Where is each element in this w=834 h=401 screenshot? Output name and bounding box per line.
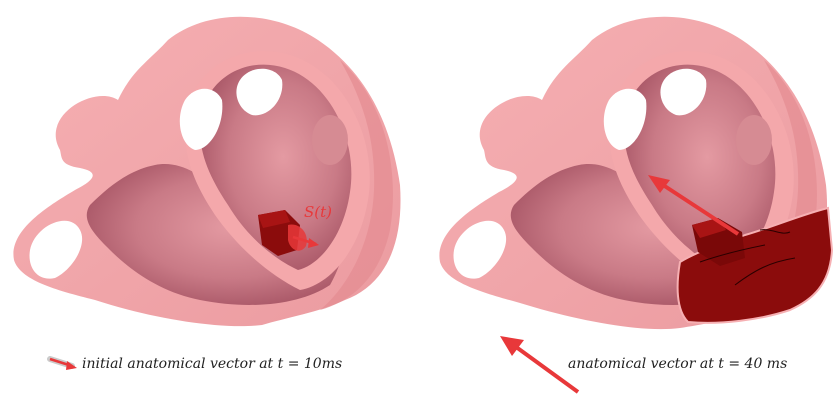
legend-arrow-icon	[50, 359, 77, 370]
heart-model-right	[439, 17, 832, 392]
caption-left: initial anatomical vector at t = 10ms	[82, 356, 342, 372]
marker-label-left: S(t)	[304, 203, 332, 221]
papillary-left	[312, 115, 348, 165]
caption-right: anatomical vector at t = 40 ms	[568, 356, 787, 372]
papillary-right	[736, 115, 772, 165]
large-arrowhead-bottom	[500, 336, 524, 356]
heart-model-left: S(t)	[13, 17, 400, 326]
